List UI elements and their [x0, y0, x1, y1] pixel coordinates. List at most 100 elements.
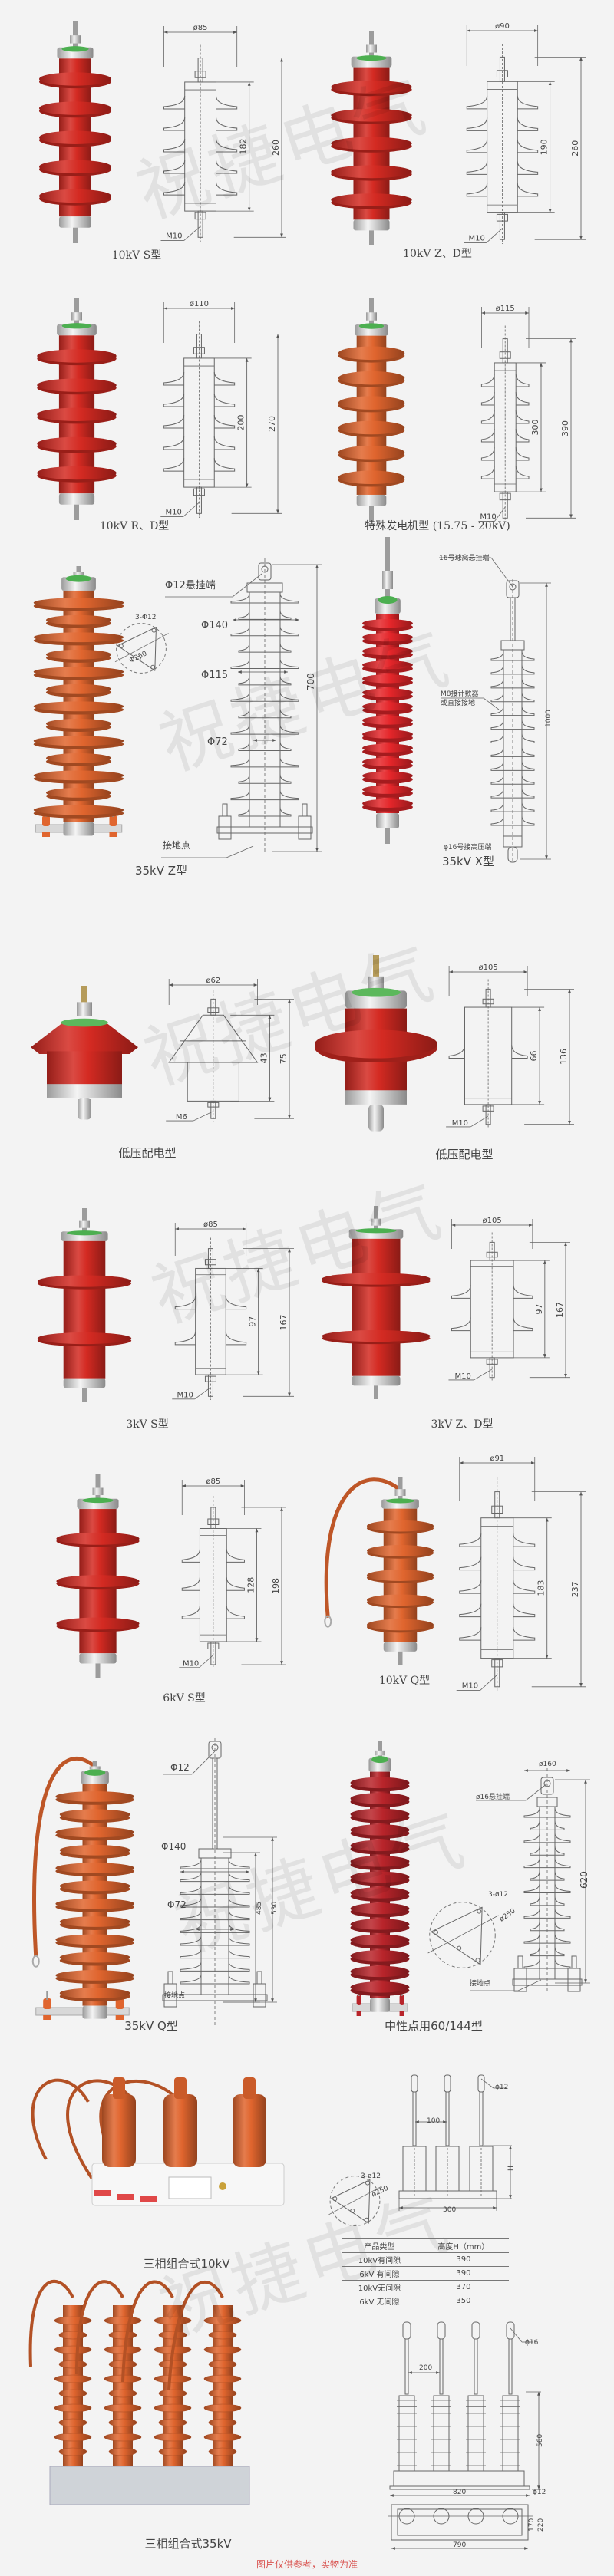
drawing-shed	[530, 1871, 565, 1881]
technical-drawing	[470, 1768, 590, 1992]
drawing-shed	[523, 1858, 571, 1869]
table-cell: 370	[418, 2280, 509, 2294]
hanging-eye	[258, 562, 272, 581]
product-label: 三相组合式10kV	[143, 2257, 230, 2271]
drawing-shed	[530, 1846, 565, 1856]
mounting-plate	[431, 1906, 483, 1965]
technical-drawing	[398, 2074, 512, 2211]
top-stud	[369, 31, 374, 57]
shed	[37, 1275, 132, 1287]
footer-note: 图片仅供参考，实物为准	[256, 2559, 358, 2570]
dimension-diameter: ø62	[206, 977, 220, 985]
ground-cable	[75, 2280, 124, 2375]
product-label: 35kV X型	[441, 855, 495, 868]
bottom-cap	[79, 1653, 117, 1664]
callout-rod: ϕ16	[525, 2339, 539, 2347]
product-photo	[322, 1206, 431, 1399]
dimension-depth: 170	[528, 2518, 536, 2532]
drawing-shed	[181, 1549, 245, 1563]
shed	[362, 647, 413, 656]
drawing-shed	[180, 1897, 250, 1908]
bottom-cap	[58, 493, 95, 505]
drawing-shed	[523, 1833, 571, 1843]
dimension-inner: 485	[256, 1901, 263, 1915]
callout-diameter: Φ72	[207, 736, 228, 748]
base-frame	[49, 2466, 250, 2505]
dimension-diameter: ø91	[490, 1454, 504, 1463]
dimension-total: 260	[271, 140, 281, 156]
ground-cable	[32, 1756, 97, 1957]
callout-rod: ϕ12	[495, 2084, 509, 2091]
shed	[362, 771, 413, 780]
product-label: 35kV Z型	[134, 864, 188, 878]
shed	[59, 1845, 130, 1856]
drawing-shed	[490, 802, 535, 812]
shed	[350, 1919, 410, 1930]
drawing-shed	[490, 720, 535, 730]
dimension-pitch: 100	[427, 2117, 441, 2125]
drawing-shed	[523, 1958, 571, 1969]
shed	[55, 1970, 134, 1981]
shed	[367, 1619, 434, 1631]
drawing-shed	[459, 1533, 536, 1547]
dimension-inner: 97	[534, 1303, 544, 1314]
product-photo	[31, 986, 138, 1120]
product-label: 10kV Q型	[378, 1675, 431, 1687]
top-stud	[73, 21, 78, 48]
thread-callout: M10	[480, 513, 496, 522]
drawing-shed	[459, 1556, 536, 1571]
product-label: 3kV Z、D型	[431, 1418, 494, 1431]
dimension-total: 75	[279, 1053, 289, 1064]
shed	[362, 633, 413, 642]
top-stud	[82, 1208, 87, 1232]
table-cell: 390	[418, 2252, 509, 2267]
shed	[362, 785, 413, 794]
shed	[46, 753, 111, 763]
bottom-stud	[398, 1651, 403, 1665]
drawing-shed	[523, 1934, 571, 1944]
shed	[322, 1273, 431, 1285]
shed	[362, 688, 413, 697]
product-label: 10kV S型	[111, 249, 162, 262]
product-label: 低压配电型	[118, 1146, 177, 1160]
drawing-shed	[180, 1910, 250, 1921]
product-photo	[331, 31, 412, 245]
table-cell: 6kV 无间隙	[342, 2294, 418, 2308]
drawing-shed	[180, 1885, 250, 1895]
technical-drawing	[388, 2321, 541, 2550]
shed	[37, 436, 117, 451]
drawing-base	[162, 1994, 268, 2001]
ground-cable	[324, 1477, 402, 1618]
drawing-shed	[523, 1909, 571, 1919]
callout-plate-holes: 3-ø12	[488, 1891, 508, 1899]
drawing-shed	[490, 706, 535, 716]
drawing-shed	[490, 651, 535, 661]
product-label: 10kV Z、D型	[403, 248, 472, 260]
drawing-shed	[530, 1820, 565, 1830]
shed	[39, 189, 111, 203]
nameplate	[168, 2176, 212, 2199]
drawing-shed	[238, 708, 292, 719]
dimension-total: 198	[271, 1578, 281, 1594]
shed	[46, 788, 111, 798]
drawing-shed	[451, 1317, 533, 1332]
top-stud	[373, 955, 379, 991]
dimension-total: 136	[559, 1049, 569, 1065]
bottom-cap	[356, 494, 387, 506]
callout-ground: 接地点	[164, 1992, 186, 2000]
shed	[55, 1898, 134, 1909]
dimension-height: 1000	[545, 710, 553, 727]
housing	[47, 1051, 122, 1085]
drawing-shed	[466, 95, 539, 110]
shed	[350, 1981, 410, 1993]
drawing-shed	[523, 1807, 571, 1818]
drawing-shed	[490, 775, 535, 785]
dimension-width: 300	[443, 2206, 457, 2214]
shed	[350, 1965, 410, 1978]
bottom-cap	[352, 1375, 401, 1386]
